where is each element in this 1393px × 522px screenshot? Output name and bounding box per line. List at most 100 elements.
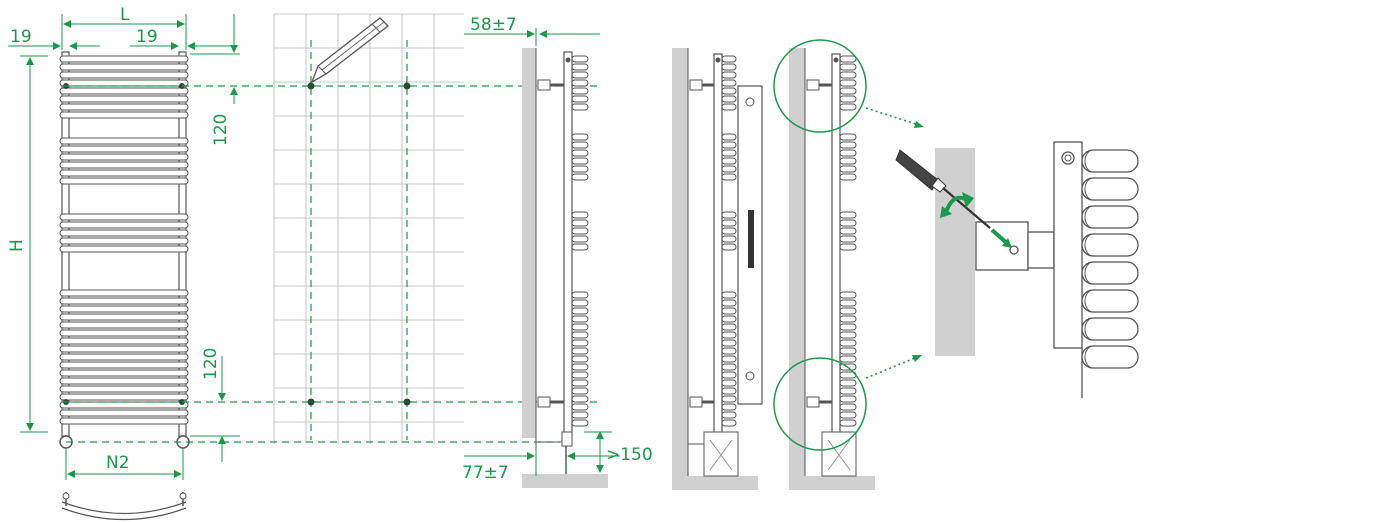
side-fin xyxy=(721,363,737,371)
side-fin xyxy=(839,211,857,219)
side-fin xyxy=(571,243,589,251)
side-fin xyxy=(571,371,589,379)
side-fin xyxy=(721,347,737,355)
drill-marks xyxy=(62,40,600,443)
side-fin xyxy=(721,243,737,251)
radiator-bar xyxy=(59,111,189,119)
side-fin xyxy=(571,315,589,323)
radiator-bar xyxy=(59,63,189,71)
side-fin xyxy=(839,339,857,347)
radiator-bar xyxy=(59,289,189,297)
side-fin xyxy=(839,79,857,87)
radiator-bar xyxy=(59,385,189,393)
side-fin xyxy=(721,165,737,173)
side-fin xyxy=(571,141,589,149)
detail-tube xyxy=(1081,317,1139,341)
radiator-bar xyxy=(59,103,189,111)
side-fin xyxy=(721,55,737,63)
side-view-wall-mount xyxy=(522,48,608,488)
radiator-bar xyxy=(59,153,189,161)
side-fin xyxy=(839,243,857,251)
side-fin xyxy=(571,133,589,141)
side-fin xyxy=(839,323,857,331)
offset-left-label: 19 xyxy=(10,27,32,47)
side-fin xyxy=(571,95,589,103)
side-fin xyxy=(839,347,857,355)
height-label: H xyxy=(7,239,27,252)
side-fin xyxy=(721,307,737,315)
side-fin xyxy=(839,87,857,95)
detail-tube-end xyxy=(1084,261,1094,285)
side-fin xyxy=(721,149,737,157)
side-fin xyxy=(839,173,857,181)
side-fin xyxy=(839,419,857,427)
side-fin xyxy=(721,419,737,427)
side-fin xyxy=(571,235,589,243)
side-fin xyxy=(839,157,857,165)
side-dimensions xyxy=(464,28,620,476)
radiator-bar xyxy=(59,409,189,417)
radiator-bar xyxy=(59,161,189,169)
radiator-bar xyxy=(59,321,189,329)
radiator-bar xyxy=(59,297,189,305)
detail-tube-end xyxy=(1084,233,1094,257)
side-fin xyxy=(571,173,589,181)
radiator-bar xyxy=(59,369,189,377)
radiator-bar xyxy=(59,169,189,177)
detail-tube-end xyxy=(1084,177,1094,201)
radiator-bar xyxy=(59,213,189,221)
wall-tile-grid xyxy=(273,13,464,444)
side-fin xyxy=(571,299,589,307)
detail-tube xyxy=(1081,177,1139,201)
detail-tube xyxy=(1081,345,1139,369)
side-fin xyxy=(571,63,589,71)
side-fin xyxy=(721,157,737,165)
side-view-template xyxy=(672,48,763,490)
side-fin xyxy=(571,71,589,79)
side-fin xyxy=(721,291,737,299)
side-fin xyxy=(839,291,857,299)
radiator-bar xyxy=(59,145,189,153)
side-fin xyxy=(571,157,589,165)
side-fin xyxy=(721,173,737,181)
radiator-bar xyxy=(59,305,189,313)
side-fin xyxy=(571,307,589,315)
side-fin xyxy=(721,355,737,363)
side-fin xyxy=(839,227,857,235)
side-fin xyxy=(839,149,857,157)
side-fin xyxy=(571,339,589,347)
front-view-radiator xyxy=(59,51,190,521)
radiator-bar xyxy=(59,137,189,145)
radiator-bar xyxy=(59,229,189,237)
radiator-bar xyxy=(59,71,189,79)
side-fin xyxy=(571,355,589,363)
detail-tube xyxy=(1081,205,1139,229)
side-fin xyxy=(721,411,737,419)
side-fin xyxy=(721,387,737,395)
side-fin xyxy=(571,103,589,111)
side-fin xyxy=(571,363,589,371)
radiator-bar xyxy=(59,87,189,95)
side-fin xyxy=(721,95,737,103)
radiator-bar xyxy=(59,329,189,337)
side-fin xyxy=(571,331,589,339)
side-fin xyxy=(721,315,737,323)
side-fin xyxy=(571,79,589,87)
side-fin xyxy=(721,141,737,149)
side-fin xyxy=(571,411,589,419)
side-fin xyxy=(571,419,589,427)
radiator-bar xyxy=(59,337,189,345)
side-fin xyxy=(839,55,857,63)
side-fin xyxy=(839,63,857,71)
screwdriver-icon xyxy=(895,149,991,229)
side-fin xyxy=(571,149,589,157)
radiator-bar xyxy=(59,237,189,245)
side-fin xyxy=(721,219,737,227)
detail-tube-end xyxy=(1084,149,1094,173)
side-fin xyxy=(721,71,737,79)
wall-distance-top-label: 58±7 xyxy=(470,15,517,35)
side-fin xyxy=(839,71,857,79)
offset-right-label: 19 xyxy=(136,27,158,47)
detail-tube xyxy=(1081,233,1139,257)
